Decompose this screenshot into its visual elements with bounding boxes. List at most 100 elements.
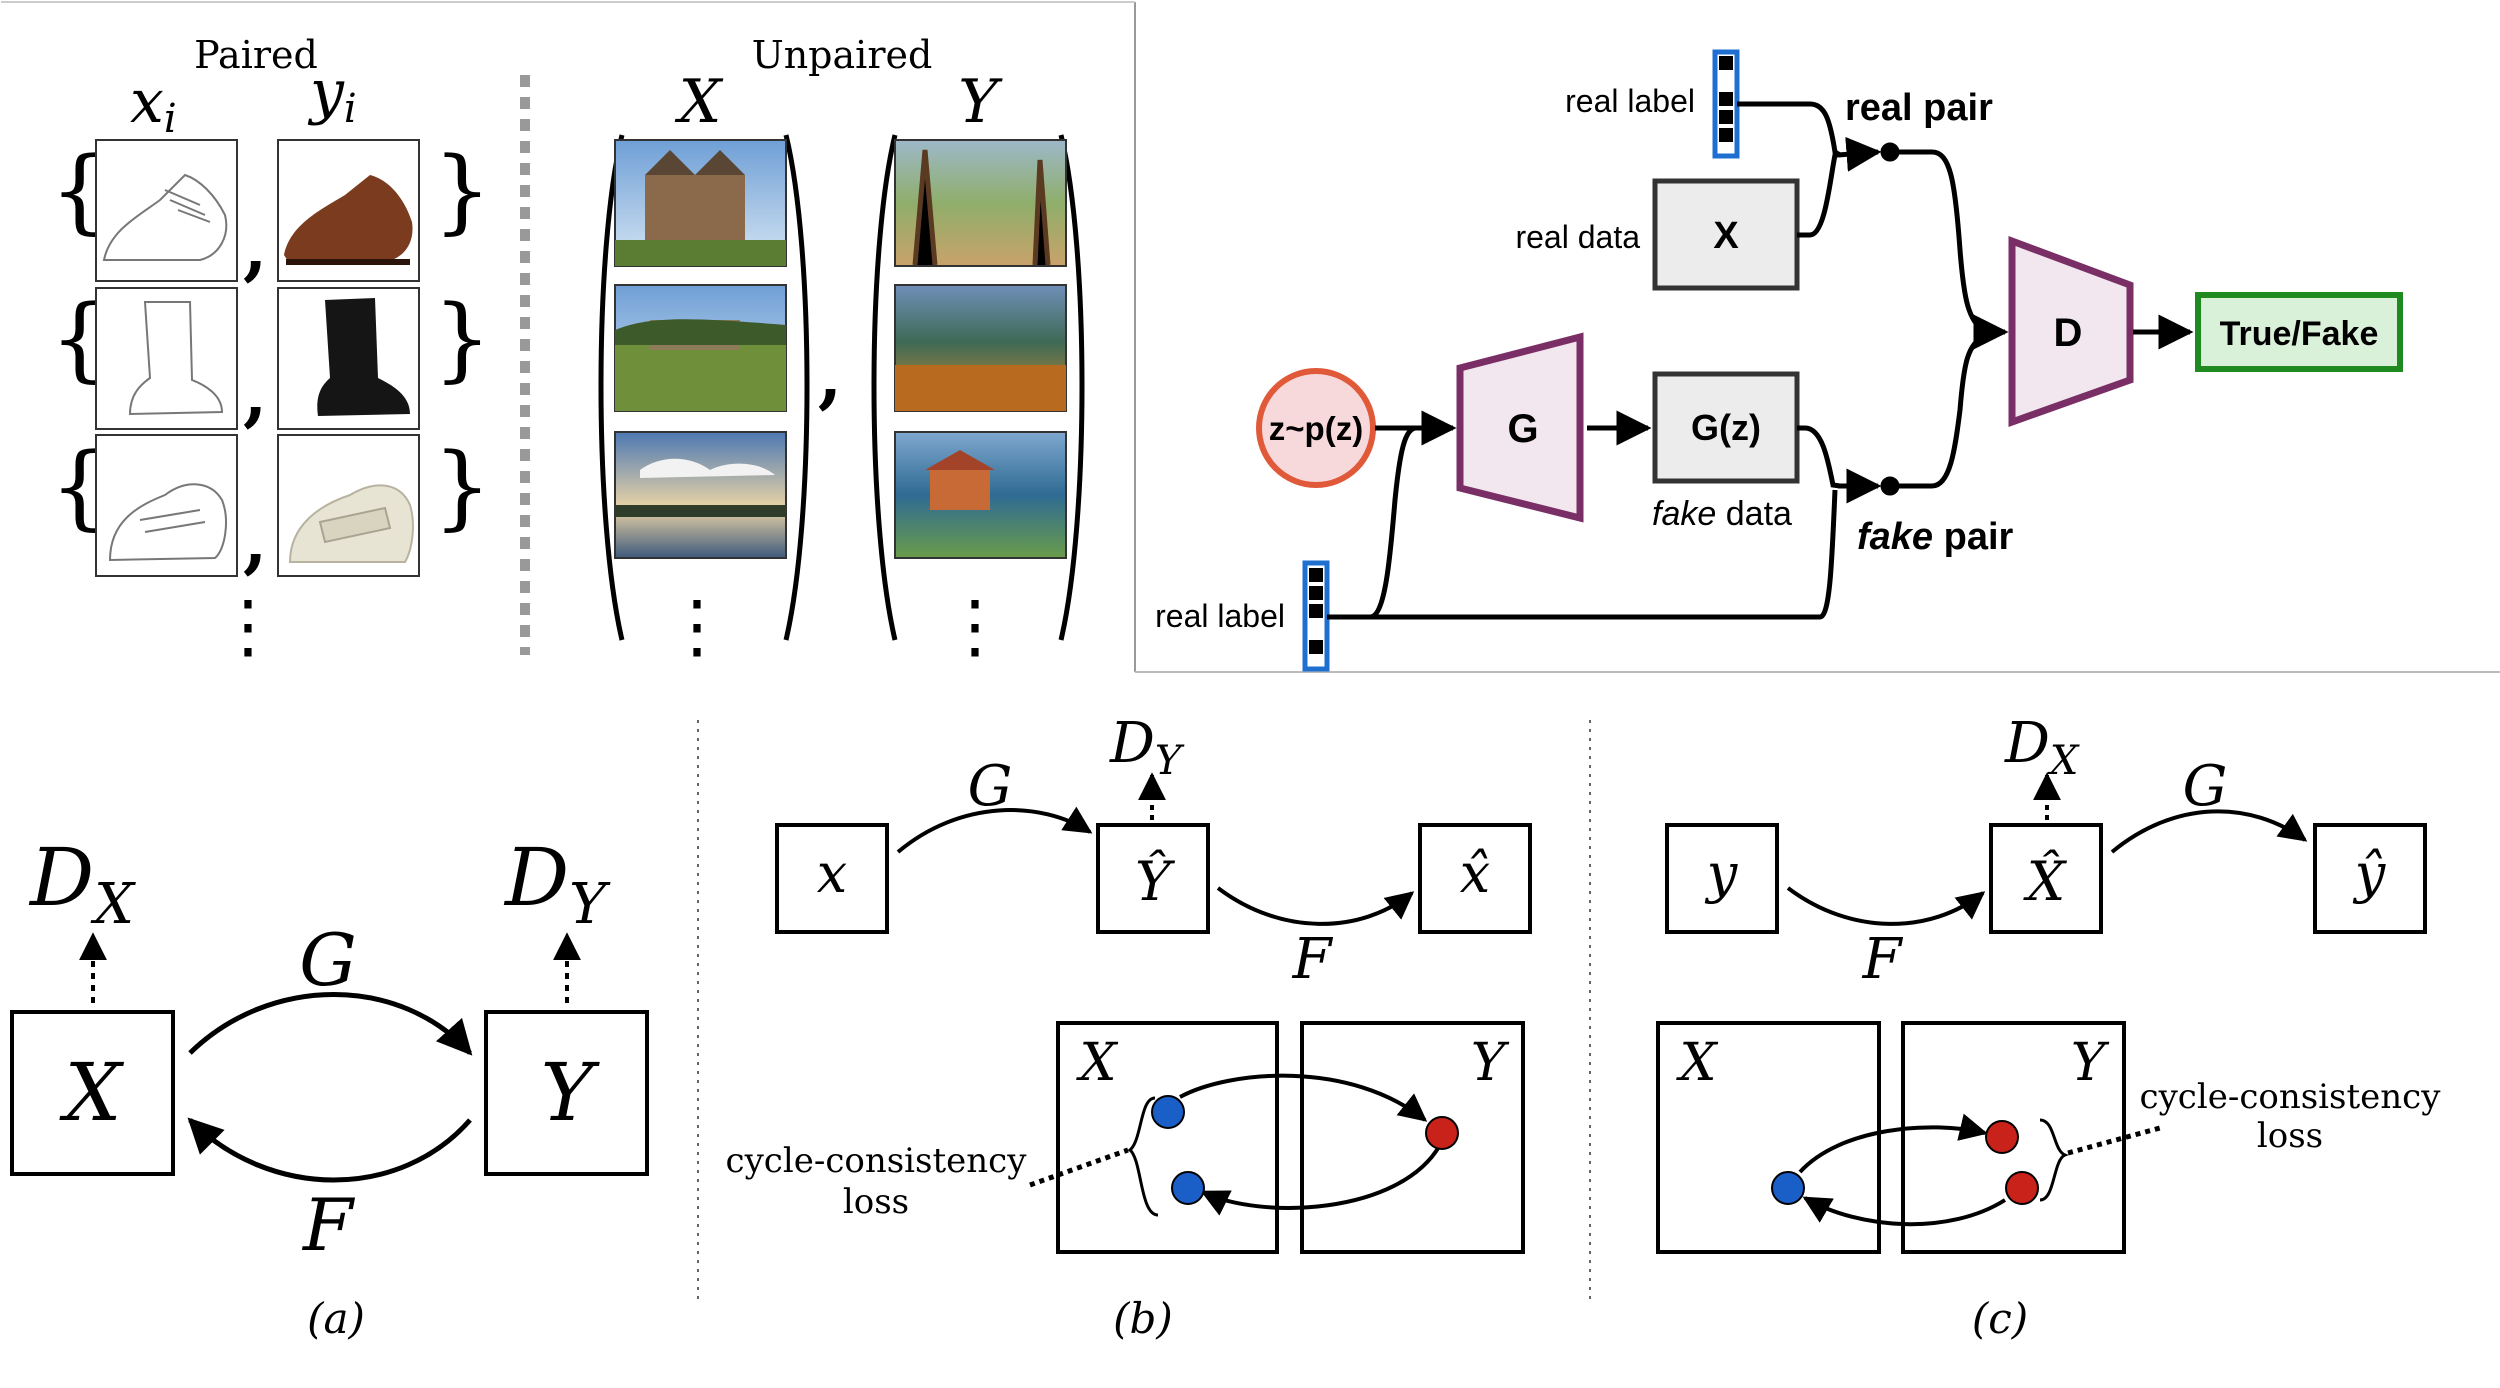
a-caption: (a): [307, 1294, 365, 1343]
b-dy-label: DY: [1109, 711, 1185, 784]
shoe-photos: [284, 175, 414, 563]
paintings-domain-y: [894, 139, 1067, 559]
velcro-sneaker-sketch-icon: [108, 483, 227, 562]
country-house-trees: [615, 319, 786, 345]
b-g-arrow: [896, 806, 1093, 854]
a-dy-label: DY: [503, 831, 611, 937]
brace-close-1: }: [433, 137, 492, 244]
real-data-to-real-pair: [1797, 152, 1838, 238]
cgan-panel: real label real pair real data X z~p(z) …: [1135, 49, 2500, 673]
shoe-laces-sketch: [164, 189, 211, 223]
unpaired-set-x-label: X: [675, 67, 724, 137]
sketch-cells: [95, 139, 238, 577]
c-f-label: F: [1862, 927, 1904, 992]
white-velcro-strap: [318, 506, 392, 544]
c-yhat-box-label: ŷ: [2353, 842, 2387, 905]
a-x-label: X: [59, 1046, 125, 1139]
output-box: [2195, 292, 2403, 372]
c-domain-y-label: Y: [2071, 1033, 2110, 1093]
cycle-panel-a: DX DY X Y G F (a): [10, 831, 649, 1343]
c-dx-label: DX: [2004, 711, 2080, 784]
painting-trees: [912, 149, 1051, 266]
real-label-top-text: real label: [1565, 83, 1695, 119]
a-y-label: Y: [541, 1046, 601, 1139]
gz-box: [1652, 371, 1800, 484]
c-domain-x-label: X: [1675, 1033, 1718, 1093]
real-label-to-real-pair: [1737, 101, 1842, 158]
unpaired-set-y-label: Y: [958, 67, 1003, 137]
fake-data-text: fake data: [1652, 495, 1792, 533]
b-loss-dotted-pointer: [1029, 1147, 1129, 1188]
gz-box-label: G(z): [1691, 407, 1761, 448]
c-caption: (c): [1972, 1294, 2028, 1343]
c-xhat-box-label: X̂: [2023, 849, 2068, 913]
sketch-drawings: [102, 173, 228, 562]
b-x-box: [775, 823, 889, 934]
b-xhat-point-blue: [1171, 1171, 1205, 1205]
b-yhat-point-red: [1425, 1116, 1459, 1150]
b-domain-x-label: X: [1075, 1033, 1118, 1093]
paren-close-y: [1058, 134, 1085, 641]
c-g-arrow: [2110, 809, 2308, 854]
c-yhat-point-red: [2005, 1171, 2039, 1205]
b-domain-y-box: [1300, 1021, 1525, 1254]
sneaker-strap-sketch: [139, 509, 206, 533]
photo-river-sunset: [614, 431, 787, 559]
real-label-bottom-text: real label: [1155, 598, 1285, 634]
c-y-point-red: [1985, 1120, 2019, 1154]
label-to-fake-pair-line: [1327, 489, 1838, 620]
river-bank: [615, 505, 786, 517]
real-label-vector-bottom: [1302, 560, 1330, 672]
sketch-cell-2: [95, 287, 238, 430]
gz-to-fake-pair: [1797, 425, 1841, 489]
a-y-box: [484, 1010, 649, 1176]
oxford-shoe-sketch-icon: [102, 173, 228, 261]
c-loss-line1: cycle-consistency: [2140, 1077, 2442, 1117]
c-yhat-box: [2313, 823, 2427, 934]
comma-1: ,: [243, 206, 267, 289]
painting-field-orange: [895, 365, 1066, 411]
unpaired-parentheses: [598, 134, 1085, 641]
unpaired-x-ellipsis: ⋮: [662, 585, 732, 667]
paren-close-x: [783, 134, 810, 641]
unpaired-title: Unpaired: [752, 33, 933, 77]
c-y-box: [1665, 823, 1779, 934]
real-pair-to-discriminator: [1890, 149, 2009, 350]
b-domain-y-label: Y: [1471, 1033, 1510, 1093]
fake-pair-text: fake pair: [1857, 516, 2014, 558]
comma-2: ,: [243, 352, 267, 435]
noise-circle: [1256, 368, 1376, 488]
c-loss-line2: loss: [2257, 1116, 2323, 1156]
cgan-connections: [1327, 101, 2194, 620]
real-pair-join-arrow: [1837, 136, 1882, 172]
black-boot-photo-icon: [317, 298, 410, 416]
b-backward-map-arrow: [1200, 1144, 1442, 1216]
paired-ellipsis: ⋮: [213, 585, 283, 667]
b-yhat-box: [1096, 823, 1210, 934]
paired-unpaired-panel: Paired Unpaired xi yi { } { } { } , , ,: [1, 1, 1136, 672]
river-clouds: [640, 458, 775, 478]
photos-domain-x: [614, 139, 787, 559]
paren-open-y: [871, 134, 898, 641]
generator-trapezoid: [1456, 332, 1584, 523]
sketch-cell-1: [95, 139, 238, 282]
c-backward-map-arrow: [1802, 1196, 2007, 1227]
paired-col-y-label: yi: [307, 57, 357, 132]
brown-oxford-photo-icon: [284, 175, 413, 264]
c-f-arrow: [1786, 886, 1986, 926]
discriminator-trapezoid: [2008, 235, 2134, 427]
b-x-point-blue: [1151, 1095, 1185, 1129]
cycle-panel-c: DX y X̂ ŷ F G X Y cycle-consistency loss…: [1656, 711, 2442, 1343]
discriminator-label: D: [2054, 311, 2083, 355]
b-yhat-box-label: Ŷ: [1135, 848, 1175, 913]
a-g-label: G: [299, 918, 357, 1002]
c-xhat-point-blue: [1771, 1171, 1805, 1205]
real-label-vector-top: [1712, 49, 1740, 159]
paired-title: Paired: [194, 33, 318, 77]
generator-label: G: [1507, 407, 1538, 451]
b-xhat-box-label: x̂: [1460, 842, 1490, 905]
sketch-cell-3: [95, 434, 238, 577]
a-g-arrow: [188, 992, 473, 1056]
chateau-garden: [615, 240, 786, 266]
real-data-text: real data: [1515, 219, 1640, 255]
